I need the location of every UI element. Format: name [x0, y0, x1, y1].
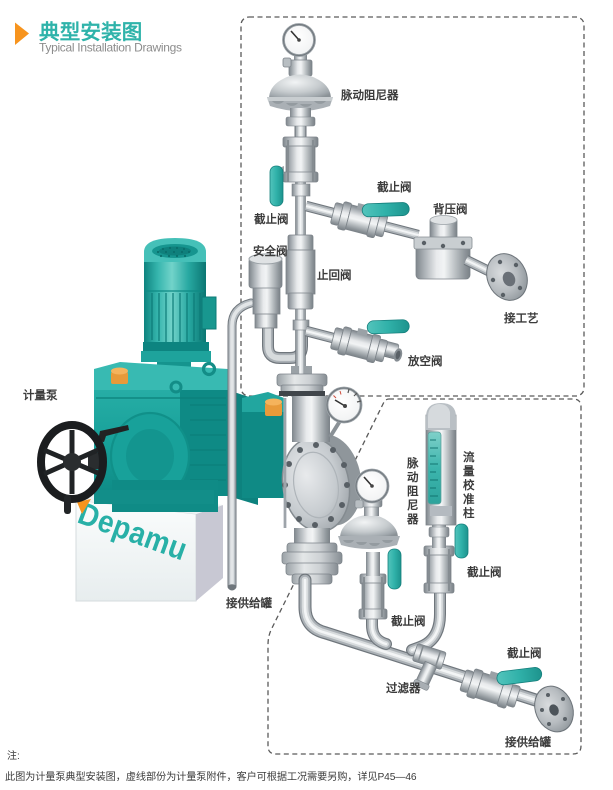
- svg-text:止回阀: 止回阀: [317, 268, 352, 282]
- svg-text:接工艺: 接工艺: [504, 311, 539, 325]
- svg-text:典型安装图: 典型安装图: [39, 20, 143, 44]
- svg-text:柱: 柱: [463, 506, 475, 520]
- svg-text:截止阀: 截止阀: [254, 212, 289, 226]
- svg-text:Typical Installation Drawings: Typical Installation Drawings: [39, 41, 182, 55]
- svg-text:放空阀: 放空阀: [407, 354, 443, 368]
- svg-text:计量泵: 计量泵: [23, 388, 58, 402]
- svg-text:注:: 注:: [7, 749, 20, 762]
- svg-text:截止阀: 截止阀: [377, 180, 412, 194]
- svg-text:截止阀: 截止阀: [467, 565, 502, 579]
- svg-text:安全阀: 安全阀: [253, 244, 288, 258]
- svg-text:脉: 脉: [406, 456, 419, 470]
- svg-text:尼: 尼: [407, 498, 419, 512]
- svg-text:动: 动: [407, 470, 419, 484]
- svg-text:脉动阻尼器: 脉动阻尼器: [340, 88, 399, 102]
- svg-text:阻: 阻: [407, 484, 419, 498]
- svg-text:准: 准: [463, 492, 475, 506]
- svg-text:截止阀: 截止阀: [507, 646, 542, 660]
- svg-text:截止阀: 截止阀: [391, 614, 426, 628]
- svg-text:此图为计量泵典型安装图，虚线部份为计量泵附件，客户可根据工况: 此图为计量泵典型安装图，虚线部份为计量泵附件，客户可根据工况需要另购，详见P45…: [5, 770, 417, 783]
- svg-text:器: 器: [406, 513, 419, 526]
- svg-text:接供给罐: 接供给罐: [505, 735, 551, 749]
- svg-text:量: 量: [463, 464, 475, 478]
- svg-text:背压阀: 背压阀: [433, 202, 468, 216]
- svg-text:校: 校: [463, 478, 475, 492]
- svg-text:接供给罐: 接供给罐: [226, 596, 272, 610]
- svg-text:过滤器: 过滤器: [386, 681, 421, 695]
- svg-text:流: 流: [463, 450, 475, 464]
